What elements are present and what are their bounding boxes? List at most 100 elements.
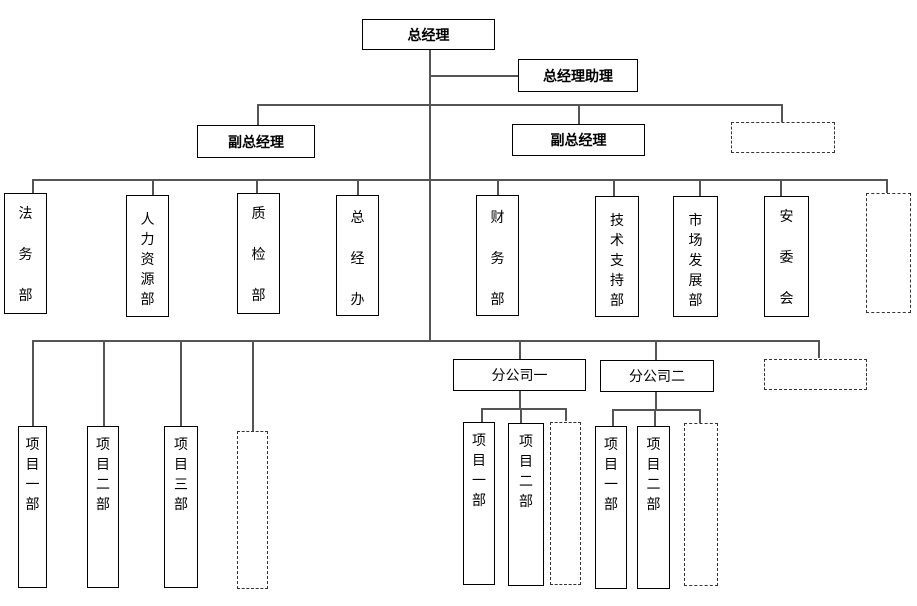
label-char: 支 [610,253,624,269]
branch-project-placeholder-box[interactable] [550,422,581,585]
branch-project-box[interactable]: 项目一部 [463,422,495,585]
label-char: 部 [174,497,188,513]
branch-project-box[interactable]: 项目二部 [637,426,670,589]
project-drop [180,340,182,427]
project-box[interactable]: 项目三部 [164,426,198,588]
label-char: 术 [610,233,624,249]
label-char: 源 [140,272,155,288]
department-box[interactable]: 人力资源部 [126,195,169,317]
label-char: 三 [174,477,188,493]
deputy-drop-3 [781,104,783,122]
label-char: 项 [25,437,40,453]
deputy-drop-1 [257,104,259,125]
dept-drop [357,179,359,195]
branch-drop [655,340,657,360]
branch1-drop [481,408,483,422]
department-box[interactable]: 市场发展部 [673,196,718,317]
deputy-box[interactable]: 副总经理 [512,124,645,156]
label-char: 资 [140,252,155,268]
department-box[interactable]: 财务部 [476,195,519,316]
label-char: 市 [688,213,703,229]
deputy-bus [257,104,783,106]
label-char: 目 [646,457,661,473]
label-char: 一 [604,477,618,493]
label-char: 目 [25,457,40,473]
branch-label: 分公司二 [629,369,685,385]
ceo-label: 总经理 [407,27,450,44]
branch1-drop [565,408,567,421]
branch-box[interactable]: 分公司二 [600,360,714,392]
label-char: 部 [604,497,618,513]
department-box[interactable]: 安委会 [764,196,809,317]
label-char: 二 [646,477,661,493]
branch-bus [32,340,819,342]
ceo-assistant-box[interactable]: 总经理助理 [518,59,638,92]
label-char: 一 [25,477,40,493]
label-char: 办 [350,292,365,308]
branch-drop [519,340,521,359]
assistant-connector [430,75,518,77]
label-char: 发 [688,253,703,269]
label-char: 展 [688,273,703,289]
label-char: 部 [251,288,266,304]
label-char: 部 [96,497,110,513]
trunk-line [429,49,431,341]
label-char: 项 [646,437,661,453]
label-char: 部 [25,497,40,513]
department-box[interactable]: 法务部 [4,193,47,314]
department-box[interactable]: 总经办 [336,195,379,316]
dept-drop [32,179,34,193]
deputy-placeholder-box[interactable] [731,122,835,153]
label-char: 部 [140,292,155,308]
branch-project-box[interactable]: 项目二部 [508,423,544,586]
label-char: 场 [688,233,703,249]
label-char: 一 [472,473,486,489]
project-box[interactable]: 项目二部 [87,426,119,588]
label-char: 目 [519,454,533,470]
label-char: 安 [779,209,794,225]
branch2-stem [655,391,657,409]
dept-drop [886,179,888,194]
department-box[interactable]: 技术支持部 [595,196,639,317]
department-box[interactable]: 质检部 [237,193,280,314]
ceo-assistant-label: 总经理助理 [543,68,613,85]
branch-placeholder-box[interactable] [764,359,867,390]
project-placeholder-box[interactable] [237,431,268,589]
project-box[interactable]: 项目一部 [18,426,47,588]
branch-project-placeholder-box[interactable] [684,423,718,586]
dept-drop [613,179,615,196]
branch-drop [818,340,820,358]
branch-box[interactable]: 分公司一 [453,359,586,391]
dept-drop [497,179,499,195]
deputy-label: 副总经理 [228,134,284,151]
dept-drop [152,179,154,195]
ceo-box[interactable]: 总经理 [362,19,495,50]
dept-drop [780,179,782,196]
dept-drop [256,179,258,194]
branch-project-box[interactable]: 项目一部 [595,426,627,589]
label-char: 项 [519,434,533,450]
department-placeholder-box[interactable] [866,193,911,313]
label-char: 项 [604,437,618,453]
label-char: 目 [174,457,188,473]
label-char: 总 [350,210,365,226]
deputy-box[interactable]: 副总经理 [197,125,315,158]
label-char: 人 [140,212,155,228]
label-char: 持 [610,273,624,289]
label-char: 目 [472,453,486,469]
label-char: 委 [779,250,794,266]
label-char: 务 [18,247,33,263]
label-char: 部 [490,292,505,308]
project-drop [103,340,105,427]
label-char: 务 [490,251,505,267]
deputy-drop-2 [578,104,580,124]
branch2-drop [699,409,701,423]
label-char: 部 [688,293,703,309]
label-char: 目 [604,457,618,473]
label-char: 部 [519,494,533,510]
label-char: 部 [646,497,661,513]
label-char: 部 [610,293,624,309]
branch1-stem [519,391,521,409]
department-bus [32,179,887,181]
label-char: 财 [490,210,505,226]
